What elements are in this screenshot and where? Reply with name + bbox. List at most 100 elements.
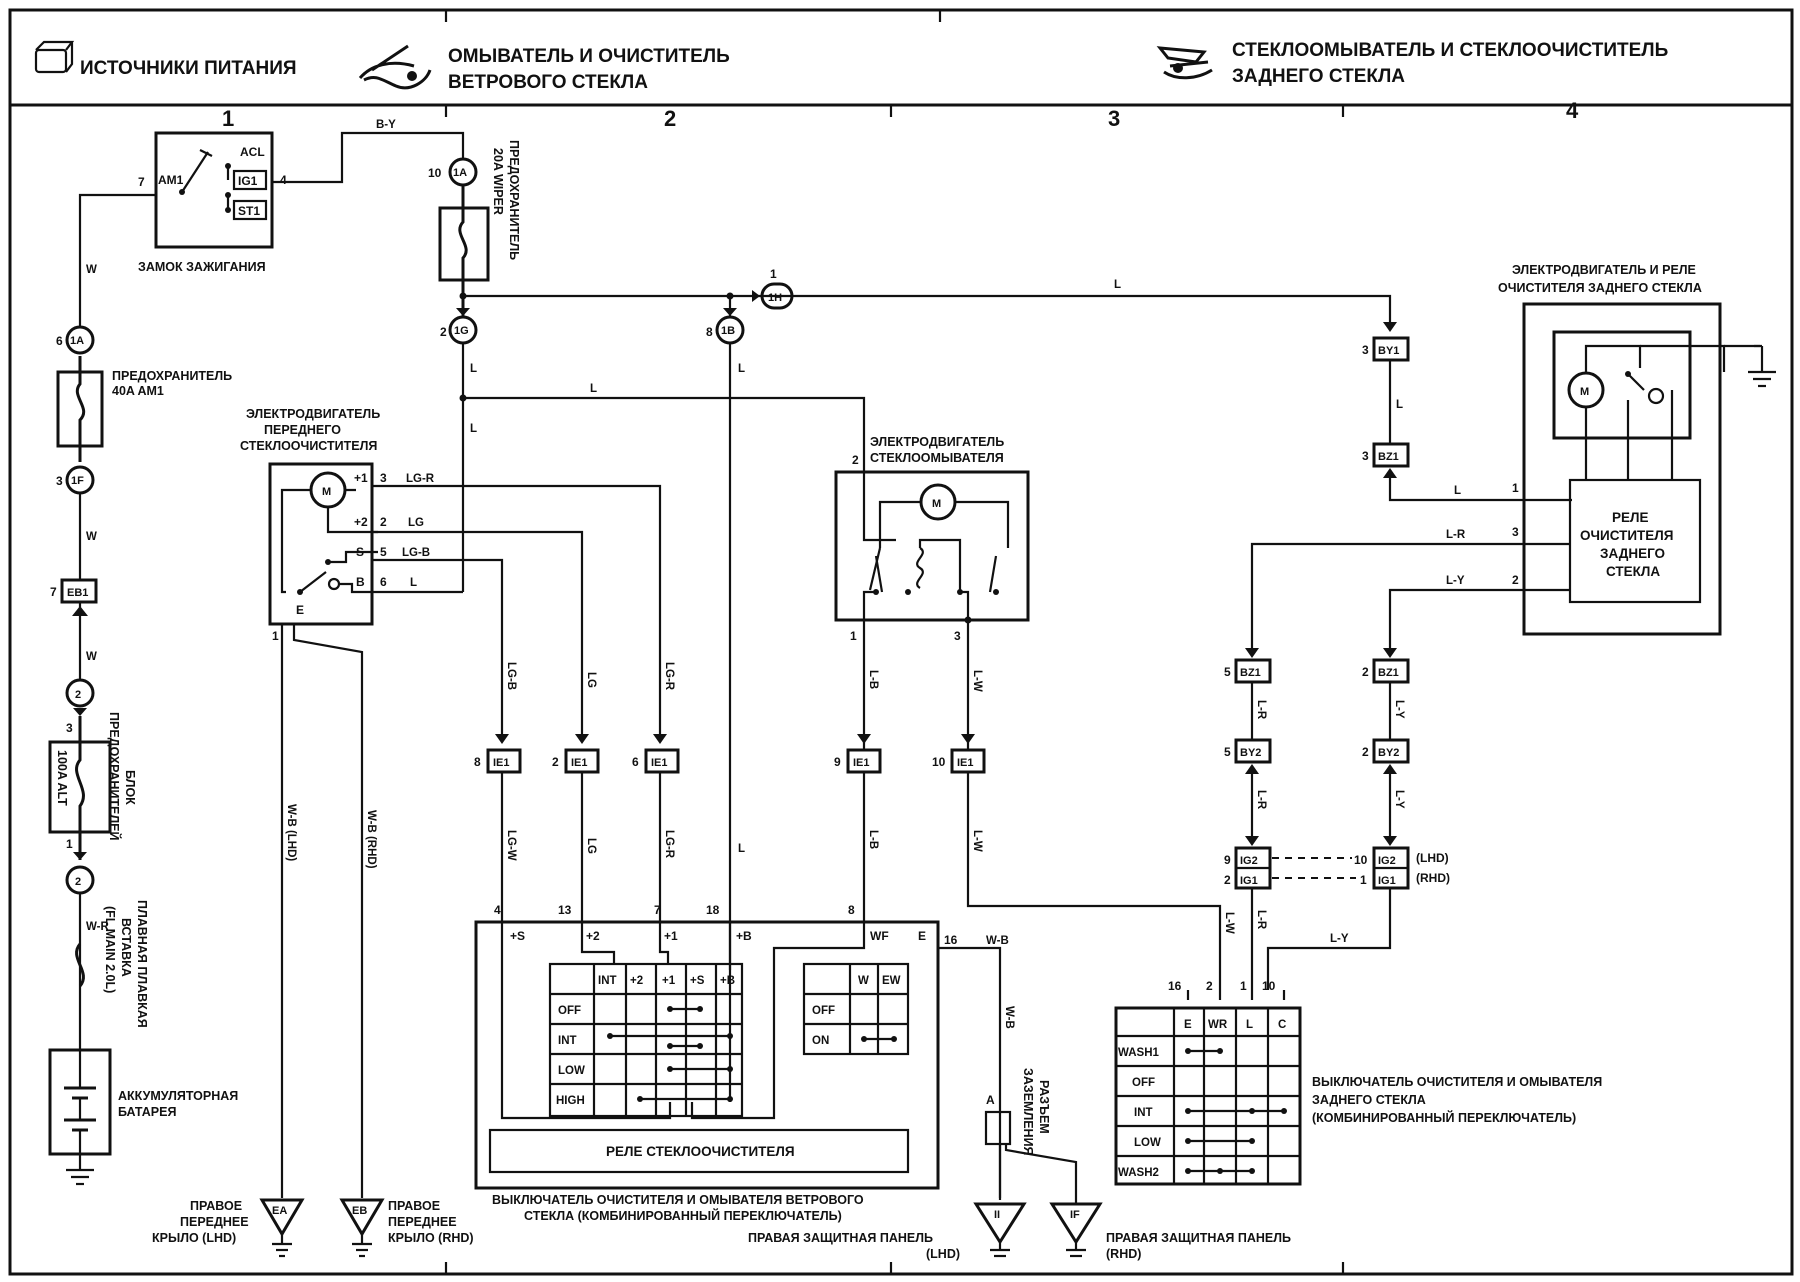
svg-text:7: 7 — [654, 903, 661, 917]
svg-text:B: B — [356, 575, 365, 589]
svg-text:7: 7 — [50, 585, 57, 599]
svg-text:100A ALT: 100A ALT — [55, 750, 69, 806]
svg-text:5: 5 — [380, 545, 387, 559]
svg-text:L-W: L-W — [971, 670, 983, 692]
power-supply-circuit: ACL IG1 ST1 AM1 7 4 ЗАМОК ЗАЖИГАНИЯ W B-… — [48, 119, 465, 1186]
svg-text:W: W — [86, 651, 97, 663]
svg-text:1: 1 — [1512, 481, 1519, 495]
svg-text:W-R: W-R — [86, 921, 109, 933]
svg-text:3: 3 — [1362, 343, 1369, 357]
svg-text:8: 8 — [706, 325, 713, 339]
rear-connector-chain: BZ1 5 BZ1 2 L-R L-Y BY2 5 BY2 2 L-R L-Y … — [1223, 648, 1450, 990]
svg-text:8: 8 — [474, 755, 481, 769]
svg-text:2: 2 — [1206, 979, 1213, 993]
svg-text:БЛОК: БЛОК — [123, 770, 137, 805]
svg-text:1: 1 — [1240, 979, 1247, 993]
wiper-fuse-circuit: 1A 10 ПРЕДОХРАНИТЕЛЬ 20A WIPER 1G 2 L L … — [428, 140, 1392, 970]
svg-text:ЭЛЕКТРОДВИГАТЕЛЬ: ЭЛЕКТРОДВИГАТЕЛЬ — [246, 407, 380, 421]
svg-text:2: 2 — [1224, 873, 1231, 887]
svg-text:+S: +S — [510, 929, 525, 943]
rear-washer-title-line2: ЗАДНЕГО СТЕКЛА — [1232, 66, 1405, 87]
svg-text:L-Y: L-Y — [1393, 790, 1405, 809]
svg-text:IE1: IE1 — [853, 757, 870, 769]
svg-text:LG-B: LG-B — [402, 547, 430, 559]
svg-text:W: W — [858, 975, 869, 987]
svg-text:C: C — [1278, 1019, 1286, 1031]
fusible-link-main: ПЛАВНАЯ ПЛАВКАЯ ВСТАВКА (FL MAIN 2.0L) — [75, 900, 149, 1028]
svg-text:ПРАВОЕ: ПРАВОЕ — [190, 1199, 242, 1213]
svg-text:1A: 1A — [70, 335, 84, 347]
svg-text:ВСТАВКА: ВСТАВКА — [119, 918, 133, 977]
svg-text:ПРЕДОХРАНИТЕЛЕЙ: ПРЕДОХРАНИТЕЛЕЙ — [107, 712, 122, 841]
svg-text:L: L — [1396, 399, 1403, 411]
svg-text:ПРАВАЯ ЗАЩИТНАЯ ПАНЕЛЬ: ПРАВАЯ ЗАЩИТНАЯ ПАНЕЛЬ — [748, 1231, 933, 1245]
ground-ea: EA ПРАВОЕ ПЕРЕДНЕЕ КРЫЛО (LHD) — [152, 1198, 305, 1258]
svg-text:РЕЛЕ СТЕКЛООЧИСТИТЕЛЯ: РЕЛЕ СТЕКЛООЧИСТИТЕЛЯ — [606, 1144, 795, 1159]
svg-text:IE1: IE1 — [493, 757, 510, 769]
svg-text:СТЕКЛООМЫВАТЕЛЯ: СТЕКЛООМЫВАТЕЛЯ — [870, 451, 1004, 465]
svg-text:1: 1 — [272, 629, 279, 643]
front-washer-title-line1: ОМЫВАТЕЛЬ И ОЧИСТИТЕЛЬ — [448, 46, 730, 67]
svg-text:6: 6 — [380, 575, 387, 589]
svg-text:IG2: IG2 — [1240, 855, 1258, 867]
svg-text:13: 13 — [558, 903, 572, 917]
connector-by2-2 — [1372, 738, 1410, 764]
svg-text:IG2: IG2 — [1378, 855, 1396, 867]
svg-text:W-B (LHD): W-B (LHD) — [285, 804, 297, 861]
wiper-relay — [488, 1128, 910, 1174]
svg-text:INT: INT — [1134, 1107, 1153, 1119]
svg-text:1H: 1H — [768, 292, 782, 304]
ignition-pin-am1: AM1 — [158, 173, 184, 187]
svg-text:BZ1: BZ1 — [1240, 667, 1261, 679]
svg-text:ЗАДНЕГО СТЕКЛА: ЗАДНЕГО СТЕКЛА — [1312, 1093, 1426, 1107]
svg-text:LG-B: LG-B — [505, 662, 517, 690]
svg-text:L-Y: L-Y — [1330, 933, 1349, 945]
svg-text:1A: 1A — [453, 167, 467, 179]
svg-text:LOW: LOW — [558, 1065, 585, 1077]
rear-washer-title-line1: СТЕКЛООМЫВАТЕЛЬ И СТЕКЛООЧИСТИТЕЛЬ — [1232, 40, 1668, 61]
rear-wiper-switch: 16 2 1 10 E WR L C WASH1 OFF INT LOW WAS… — [1114, 979, 1602, 1186]
svg-text:BZ1: BZ1 — [1378, 667, 1399, 679]
svg-text:L-B: L-B — [867, 830, 879, 849]
svg-text:HIGH: HIGH — [556, 1095, 585, 1107]
svg-text:OFF: OFF — [1132, 1077, 1155, 1089]
svg-text:3: 3 — [56, 474, 63, 488]
frame — [8, 8, 1794, 1276]
svg-text:IE1: IE1 — [571, 757, 588, 769]
rear-switch-contacts — [1185, 1048, 1287, 1174]
svg-text:ВЫКЛЮЧАТЕЛЬ ОЧИСТИТЕЛЯ И ОМЫВА: ВЫКЛЮЧАТЕЛЬ ОЧИСТИТЕЛЯ И ОМЫВАТЕЛЯ ВЕТРО… — [492, 1193, 864, 1207]
svg-text:LG: LG — [408, 517, 424, 529]
svg-text:1: 1 — [770, 267, 777, 281]
svg-text:РЕЛЕ: РЕЛЕ — [1612, 510, 1649, 525]
svg-text:BY2: BY2 — [1240, 747, 1261, 759]
ground-eb: EB ПРАВОЕ ПЕРЕДНЕЕ КРЫЛО (RHD) — [339, 1198, 474, 1258]
svg-text:BY2: BY2 — [1378, 747, 1399, 759]
front-wiper-switch: 4 13 7 18 8 16 +S +2 +1 +B WF E 16 — [474, 903, 1015, 1223]
svg-text:W: W — [86, 531, 97, 543]
svg-text:ЗАЗЕМЛЕНИЯ: ЗАЗЕМЛЕНИЯ — [1021, 1068, 1035, 1156]
front-washer-table: W EW OFF ON — [802, 962, 910, 1056]
svg-text:+1: +1 — [662, 975, 676, 987]
svg-text:M: M — [1580, 386, 1589, 398]
svg-text:OFF: OFF — [812, 1005, 835, 1017]
svg-text:1F: 1F — [71, 475, 84, 487]
svg-text:INT: INT — [558, 1035, 577, 1047]
ignition-pin-st1: ST1 — [238, 204, 260, 218]
front-wiper-icon — [358, 44, 432, 90]
column-1-label: 1 — [222, 106, 234, 131]
svg-text:L-W: L-W — [1223, 912, 1235, 934]
svg-text:АККУМУЛЯТОРНАЯ: АККУМУЛЯТОРНАЯ — [118, 1089, 238, 1103]
svg-text:OFF: OFF — [558, 1005, 581, 1017]
svg-text:+2: +2 — [630, 975, 643, 987]
svg-text:ПРЕДОХРАНИТЕЛЬ: ПРЕДОХРАНИТЕЛЬ — [507, 140, 521, 260]
ignition-switch-label: ЗАМОК ЗАЖИГАНИЯ — [138, 260, 266, 274]
svg-text:IG1: IG1 — [1240, 875, 1258, 887]
column-2-label: 2 — [664, 106, 676, 131]
svg-text:L: L — [470, 423, 477, 435]
svg-text:M: M — [322, 486, 331, 498]
connector-1g — [448, 315, 478, 345]
svg-text:EB: EB — [352, 1205, 367, 1217]
svg-text:РАЗЪЕМ: РАЗЪЕМ — [1037, 1080, 1051, 1134]
svg-text:L-R: L-R — [1255, 700, 1267, 720]
svg-text:5: 5 — [1224, 745, 1231, 759]
